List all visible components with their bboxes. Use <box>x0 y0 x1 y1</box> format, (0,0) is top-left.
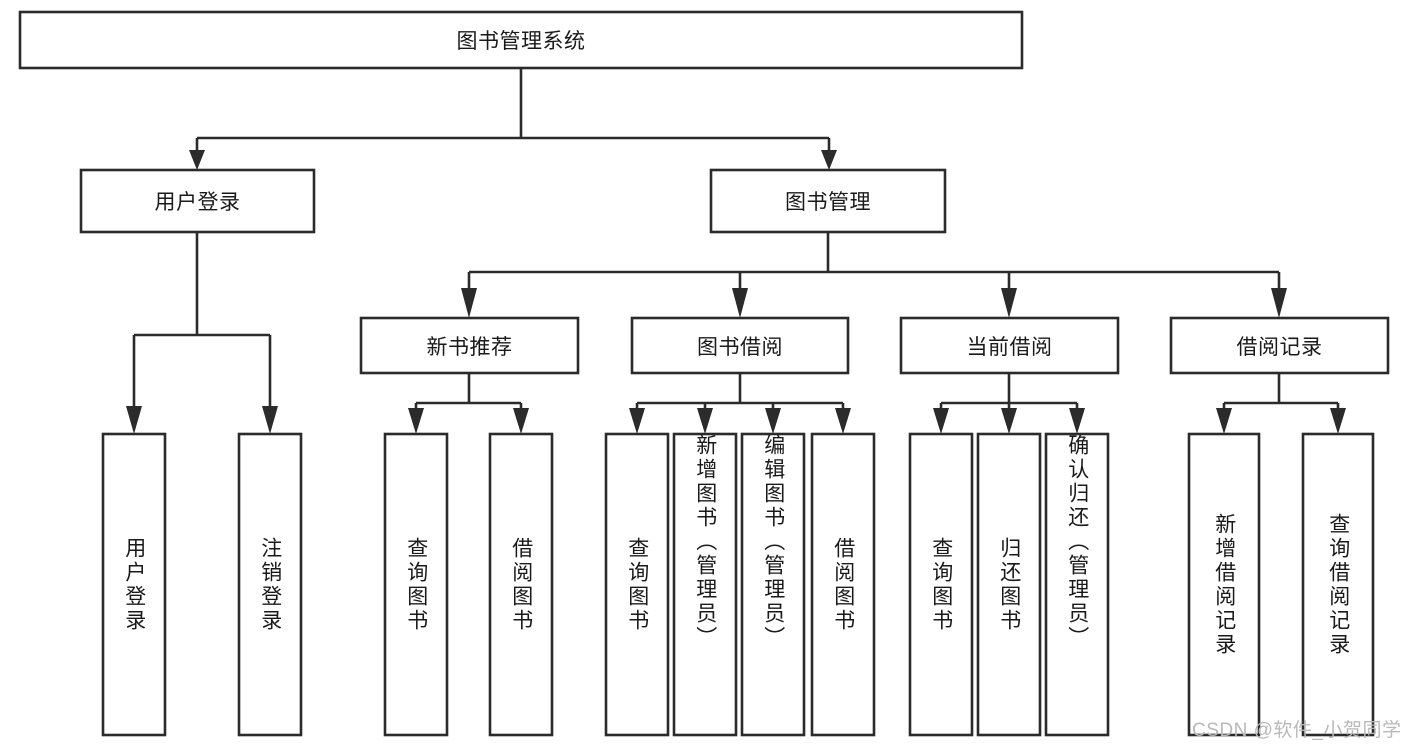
arrow-head-currentborrow-leaf-3 <box>1069 408 1085 434</box>
node-box-leaf-query-book-c[interactable] <box>908 432 974 737</box>
node-box-book-manage[interactable] <box>709 168 947 234</box>
arrow-head-user-login <box>189 150 205 170</box>
arrow-head-newbook-leaf-1 <box>408 408 424 434</box>
node-box-leaf-query-book-a[interactable] <box>383 432 449 737</box>
node-box-borrow-record[interactable] <box>1169 316 1390 375</box>
arrow-head-borrowrecord-leaf-1 <box>1216 408 1232 434</box>
arrow-head-bookborrow-leaf-1 <box>629 408 645 434</box>
node-box-leaf-add-record[interactable] <box>1187 432 1261 737</box>
arrow-head-borrow-record <box>1271 288 1287 318</box>
node-box-root[interactable] <box>18 10 1024 70</box>
arrow-head-borrowrecord-leaf-2 <box>1330 408 1346 434</box>
node-box-leaf-borrow-book-a[interactable] <box>488 432 554 737</box>
arrow-head-leaf-user-login <box>126 406 142 434</box>
node-box-leaf-confirm-return[interactable] <box>1044 432 1110 737</box>
arrow-head-currentborrow-leaf-2 <box>1001 408 1017 434</box>
node-box-leaf-query-book-b[interactable] <box>604 432 670 737</box>
node-box-leaf-query-record[interactable] <box>1301 432 1375 737</box>
node-box-leaf-return-book[interactable] <box>976 432 1042 737</box>
arrow-head-book-manage <box>821 150 837 170</box>
arrow-head-bookborrow-leaf-3 <box>765 408 781 434</box>
node-box-leaf-add-book[interactable] <box>672 432 738 737</box>
arrow-head-book-borrow <box>732 288 748 318</box>
node-box-user-login[interactable] <box>79 168 316 234</box>
node-box-book-borrow[interactable] <box>630 316 850 375</box>
arrow-head-leaf-logout <box>262 406 278 434</box>
node-box-new-book-recommend[interactable] <box>359 316 580 375</box>
csdn-watermark: CSDN @软件_小贺同学 <box>1192 720 1402 741</box>
arrow-head-newbook-leaf-2 <box>513 408 529 434</box>
arrow-head-current-borrow <box>1001 288 1017 318</box>
arrow-head-currentborrow-leaf-1 <box>933 408 949 434</box>
arrow-head-new-book <box>461 288 477 318</box>
node-box-leaf-user-login[interactable] <box>101 432 167 737</box>
arrow-head-bookborrow-leaf-4 <box>835 408 851 434</box>
node-box-leaf-borrow-book-b[interactable] <box>810 432 876 737</box>
node-box-leaf-logout[interactable] <box>237 432 303 737</box>
arrow-head-bookborrow-leaf-2 <box>697 408 713 434</box>
node-box-current-borrow[interactable] <box>899 316 1120 375</box>
node-box-leaf-edit-book[interactable] <box>740 432 806 737</box>
